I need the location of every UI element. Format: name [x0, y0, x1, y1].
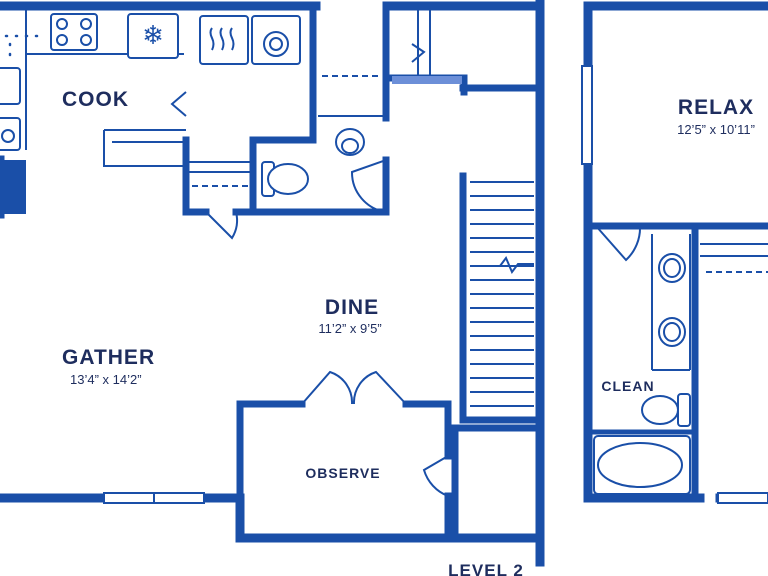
stairs — [470, 181, 534, 407]
room-label-clean: CLEAN — [601, 378, 654, 394]
room-label-gather: GATHER — [62, 346, 155, 369]
exterior-walls — [0, 0, 545, 567]
half-bath — [261, 128, 387, 213]
interior-walls — [0, 2, 544, 542]
bedroom-window — [581, 65, 593, 165]
refrigerator — [127, 13, 179, 59]
room-label-relax: RELAX — [678, 96, 754, 119]
room-dims-gather: 13’4” x 14’2” — [70, 372, 142, 387]
range — [50, 13, 98, 51]
room-label-observe: OBSERVE — [305, 465, 380, 481]
windows — [103, 492, 205, 504]
level-label: LEVEL 2 — [448, 561, 524, 576]
kitchen-sink — [0, 67, 21, 105]
bath-toilet — [677, 393, 691, 427]
window-strip — [392, 76, 462, 84]
kitchen-fixtures: ❄ — [0, 6, 301, 167]
observe-doors — [301, 370, 449, 497]
dryer — [199, 15, 249, 65]
room-label-dine: DINE — [325, 296, 379, 319]
snowflake-icon: ❄ — [142, 21, 164, 50]
bedroom-fixtures — [581, 65, 768, 504]
room-label-cook: COOK — [62, 88, 129, 111]
upper-stair — [386, 6, 462, 84]
room-dims-relax: 12’5” x 10’11” — [677, 122, 755, 137]
storage-block — [0, 160, 26, 214]
room-dims-dine: 11’2” x 9’5” — [318, 321, 381, 336]
closet-details — [186, 75, 386, 240]
